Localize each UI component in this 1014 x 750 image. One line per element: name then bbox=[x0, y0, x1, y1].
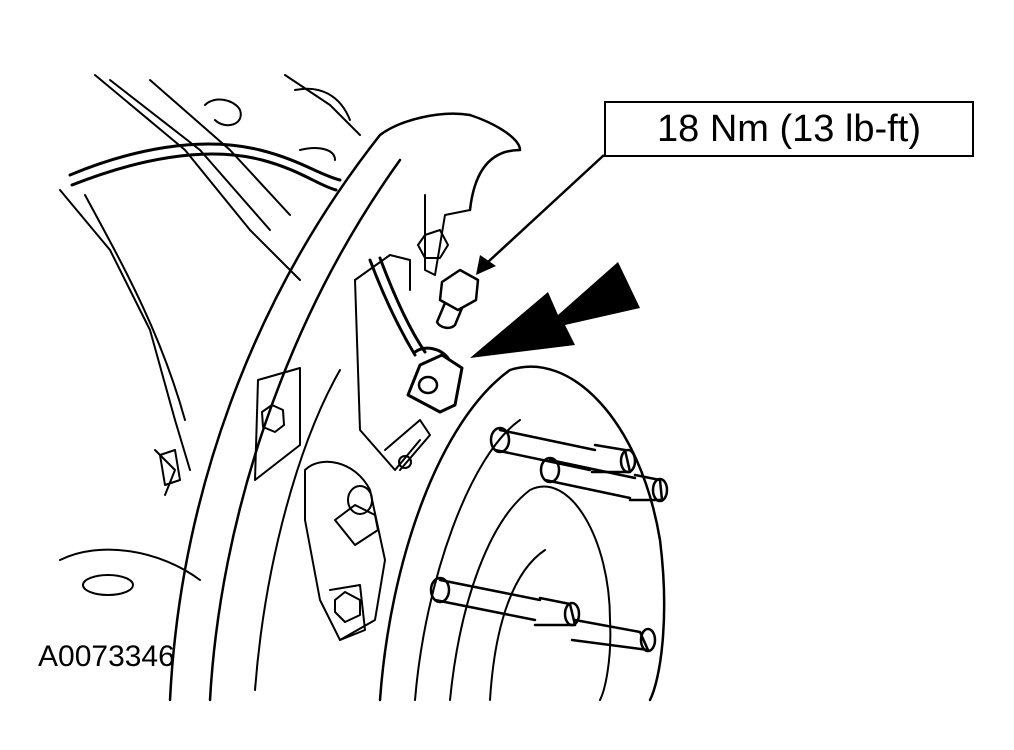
brake-caliper bbox=[304, 460, 386, 641]
brake-rotor-hub bbox=[378, 365, 666, 702]
sensor-bolt bbox=[435, 268, 480, 330]
brake-shield bbox=[168, 112, 522, 702]
mounting-bracket bbox=[159, 194, 471, 486]
sensor-cable bbox=[68, 142, 427, 357]
torque-callout-box: 18 Nm (13 lb-ft) bbox=[604, 101, 974, 157]
wheel-studs bbox=[429, 426, 669, 653]
wheel-speed-sensor bbox=[406, 346, 464, 414]
leader-line-arrow-icon bbox=[476, 154, 605, 275]
figure-id-label: A0073346 bbox=[38, 640, 175, 673]
solid-arrow-icon bbox=[470, 262, 640, 358]
knuckle-outline bbox=[59, 74, 361, 596]
torque-label: 18 Nm (13 lb-ft) bbox=[657, 107, 921, 150]
